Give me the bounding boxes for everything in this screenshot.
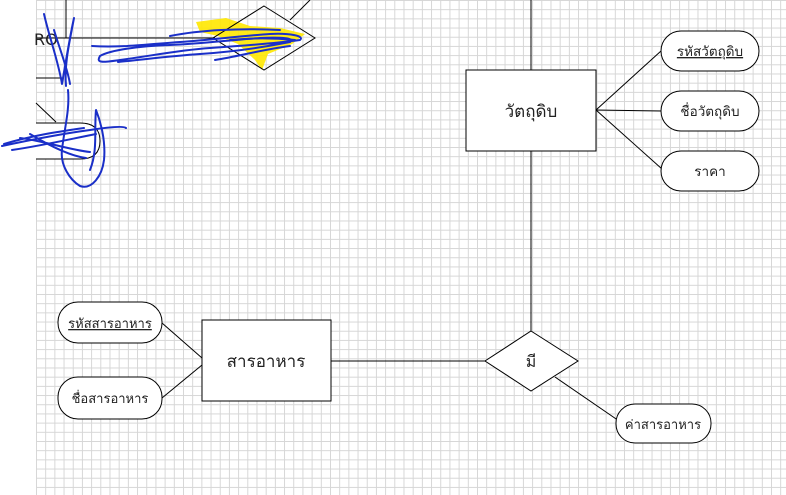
food-entity-label: สารอาหาร xyxy=(227,352,306,372)
pen-scribble-center-2 xyxy=(169,28,296,61)
partial-attribute-oval[interactable] xyxy=(36,122,101,160)
line-has-to-value xyxy=(554,376,623,424)
has-relationship-label: มี xyxy=(526,352,537,371)
attribute-material-name[interactable] xyxy=(660,90,760,132)
pen-scribble-center xyxy=(91,32,302,63)
pen-scribble-left-cross xyxy=(1,125,127,159)
attribute-food-name-label: ชื่อสารอาหาร xyxy=(72,390,149,407)
pen-scribble-left-vertical xyxy=(60,89,106,188)
attribute-food-name[interactable] xyxy=(57,376,163,420)
pen-scribble-top-left xyxy=(43,13,75,87)
food-entity[interactable] xyxy=(201,319,332,402)
attribute-food-value[interactable] xyxy=(615,403,712,444)
line-material-to-id xyxy=(595,50,662,111)
line-material-to-price xyxy=(595,109,663,170)
attribute-food-value-label: ค่าสารอาหาร xyxy=(625,418,701,433)
has-relationship-diamond[interactable] xyxy=(484,330,579,392)
attribute-food-id[interactable] xyxy=(57,301,163,344)
connector-lines xyxy=(35,0,663,424)
attribute-material-name-label: ชื่อวัตถุดิบ xyxy=(680,102,739,120)
material-entity-label: วัตถุดิบ xyxy=(505,102,558,122)
material-entity[interactable] xyxy=(465,69,597,152)
partial-line-b xyxy=(35,102,57,123)
partial-relationship-diamond[interactable] xyxy=(212,5,316,71)
attribute-material-id[interactable] xyxy=(660,30,760,72)
yellow-highlighter-mark xyxy=(196,18,305,70)
blue-pen-scribbles xyxy=(1,13,302,188)
line-food-to-id xyxy=(161,322,203,359)
attribute-price-label: ราคา xyxy=(694,164,725,180)
attribute-price[interactable] xyxy=(660,150,760,192)
line-material-to-name xyxy=(595,109,662,112)
attribute-food-id-label: รหัสสารอาหาร xyxy=(68,317,152,332)
partial-line-c xyxy=(289,0,311,21)
attribute-material-id-label: รหัสวัตถุดิบ xyxy=(677,44,743,60)
grid-background xyxy=(36,0,786,495)
line-food-to-name xyxy=(161,364,203,399)
